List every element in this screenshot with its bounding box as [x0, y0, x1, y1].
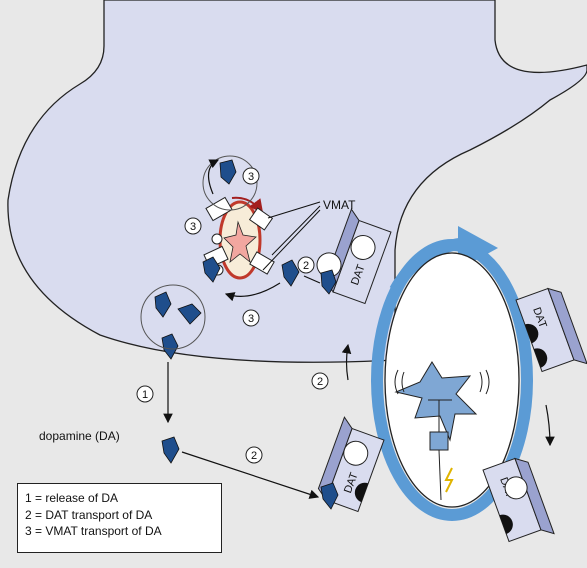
legend-item-dat-transport: 2 = DAT transport of DA — [25, 507, 221, 524]
svg-text:2: 2 — [251, 450, 257, 462]
step-marker-2: 2 — [246, 447, 262, 463]
rotation-arrow-right — [546, 405, 550, 445]
step-marker-3: 3 — [243, 310, 259, 326]
step-marker-3: 3 — [243, 168, 259, 184]
svg-text:3: 3 — [248, 313, 254, 325]
step-marker-2: 2 — [298, 257, 314, 273]
step-marker-3: 3 — [185, 218, 201, 234]
svg-text:2: 2 — [303, 260, 309, 272]
svg-text:3: 3 — [190, 221, 196, 233]
svg-text:3: 3 — [248, 171, 254, 183]
legend-item-vmat-transport: 3 = VMAT transport of DA — [25, 523, 221, 540]
dat-transporter-bottom-right: DAT — [483, 455, 554, 549]
legend-box: 1 = release of DA 2 = DAT transport of D… — [17, 483, 222, 553]
dopamine-molecule — [162, 437, 179, 463]
dopamine-label: dopamine (DA) — [39, 429, 120, 443]
svg-text:1: 1 — [142, 389, 148, 401]
svg-text:2: 2 — [317, 376, 323, 388]
step-marker-1: 1 — [137, 386, 153, 402]
legend-item-release: 1 = release of DA — [25, 490, 221, 507]
rotation-arrow-left — [347, 345, 349, 380]
vmat-label: VMAT — [323, 198, 356, 212]
step-marker-2: 2 — [312, 373, 328, 389]
